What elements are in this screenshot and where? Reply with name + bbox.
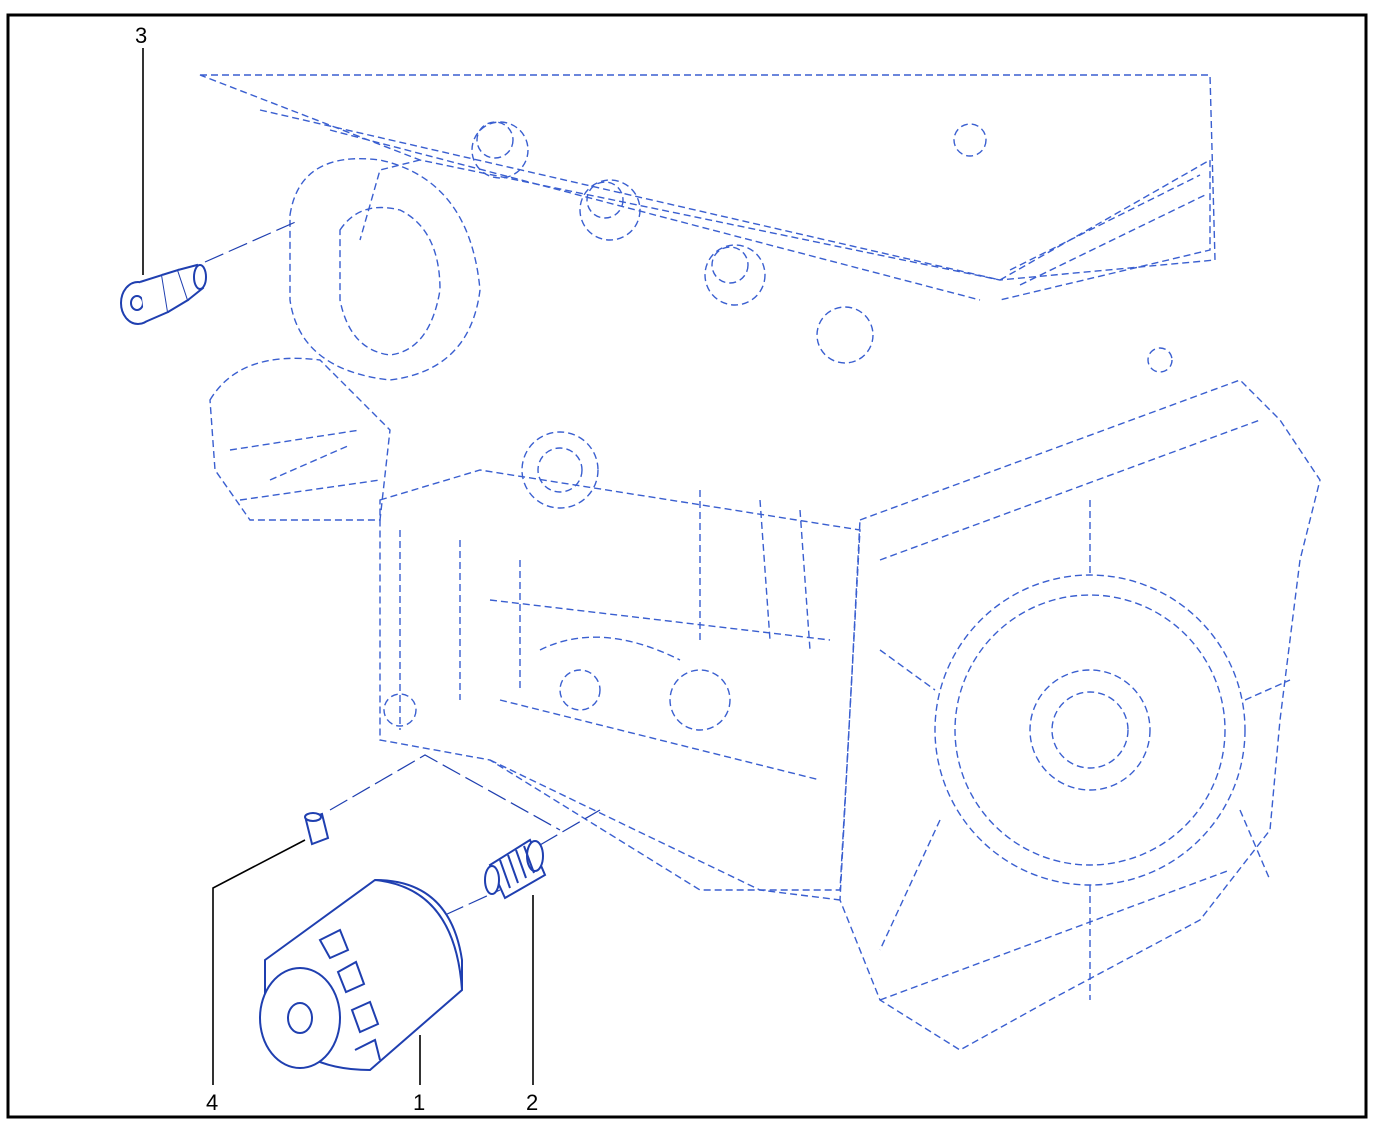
- assembly-guide-lines: [204, 219, 601, 916]
- part-2-threaded-stud: [484, 838, 547, 900]
- leader-lines: [142, 48, 534, 1085]
- callout-3: 3: [135, 23, 147, 48]
- part-3-oil-drain-plug: [120, 263, 207, 325]
- callout-4: 4: [206, 1090, 218, 1115]
- leader-line-4: [212, 839, 306, 1085]
- callout-2: 2: [526, 1090, 538, 1115]
- callout-1: 1: [413, 1090, 425, 1115]
- part-4-sleeve: [304, 812, 330, 846]
- part-1-oil-filter: [259, 878, 463, 1072]
- engine-block-ghost: [199, 74, 1321, 1051]
- diagram-border: [6, 13, 1368, 1119]
